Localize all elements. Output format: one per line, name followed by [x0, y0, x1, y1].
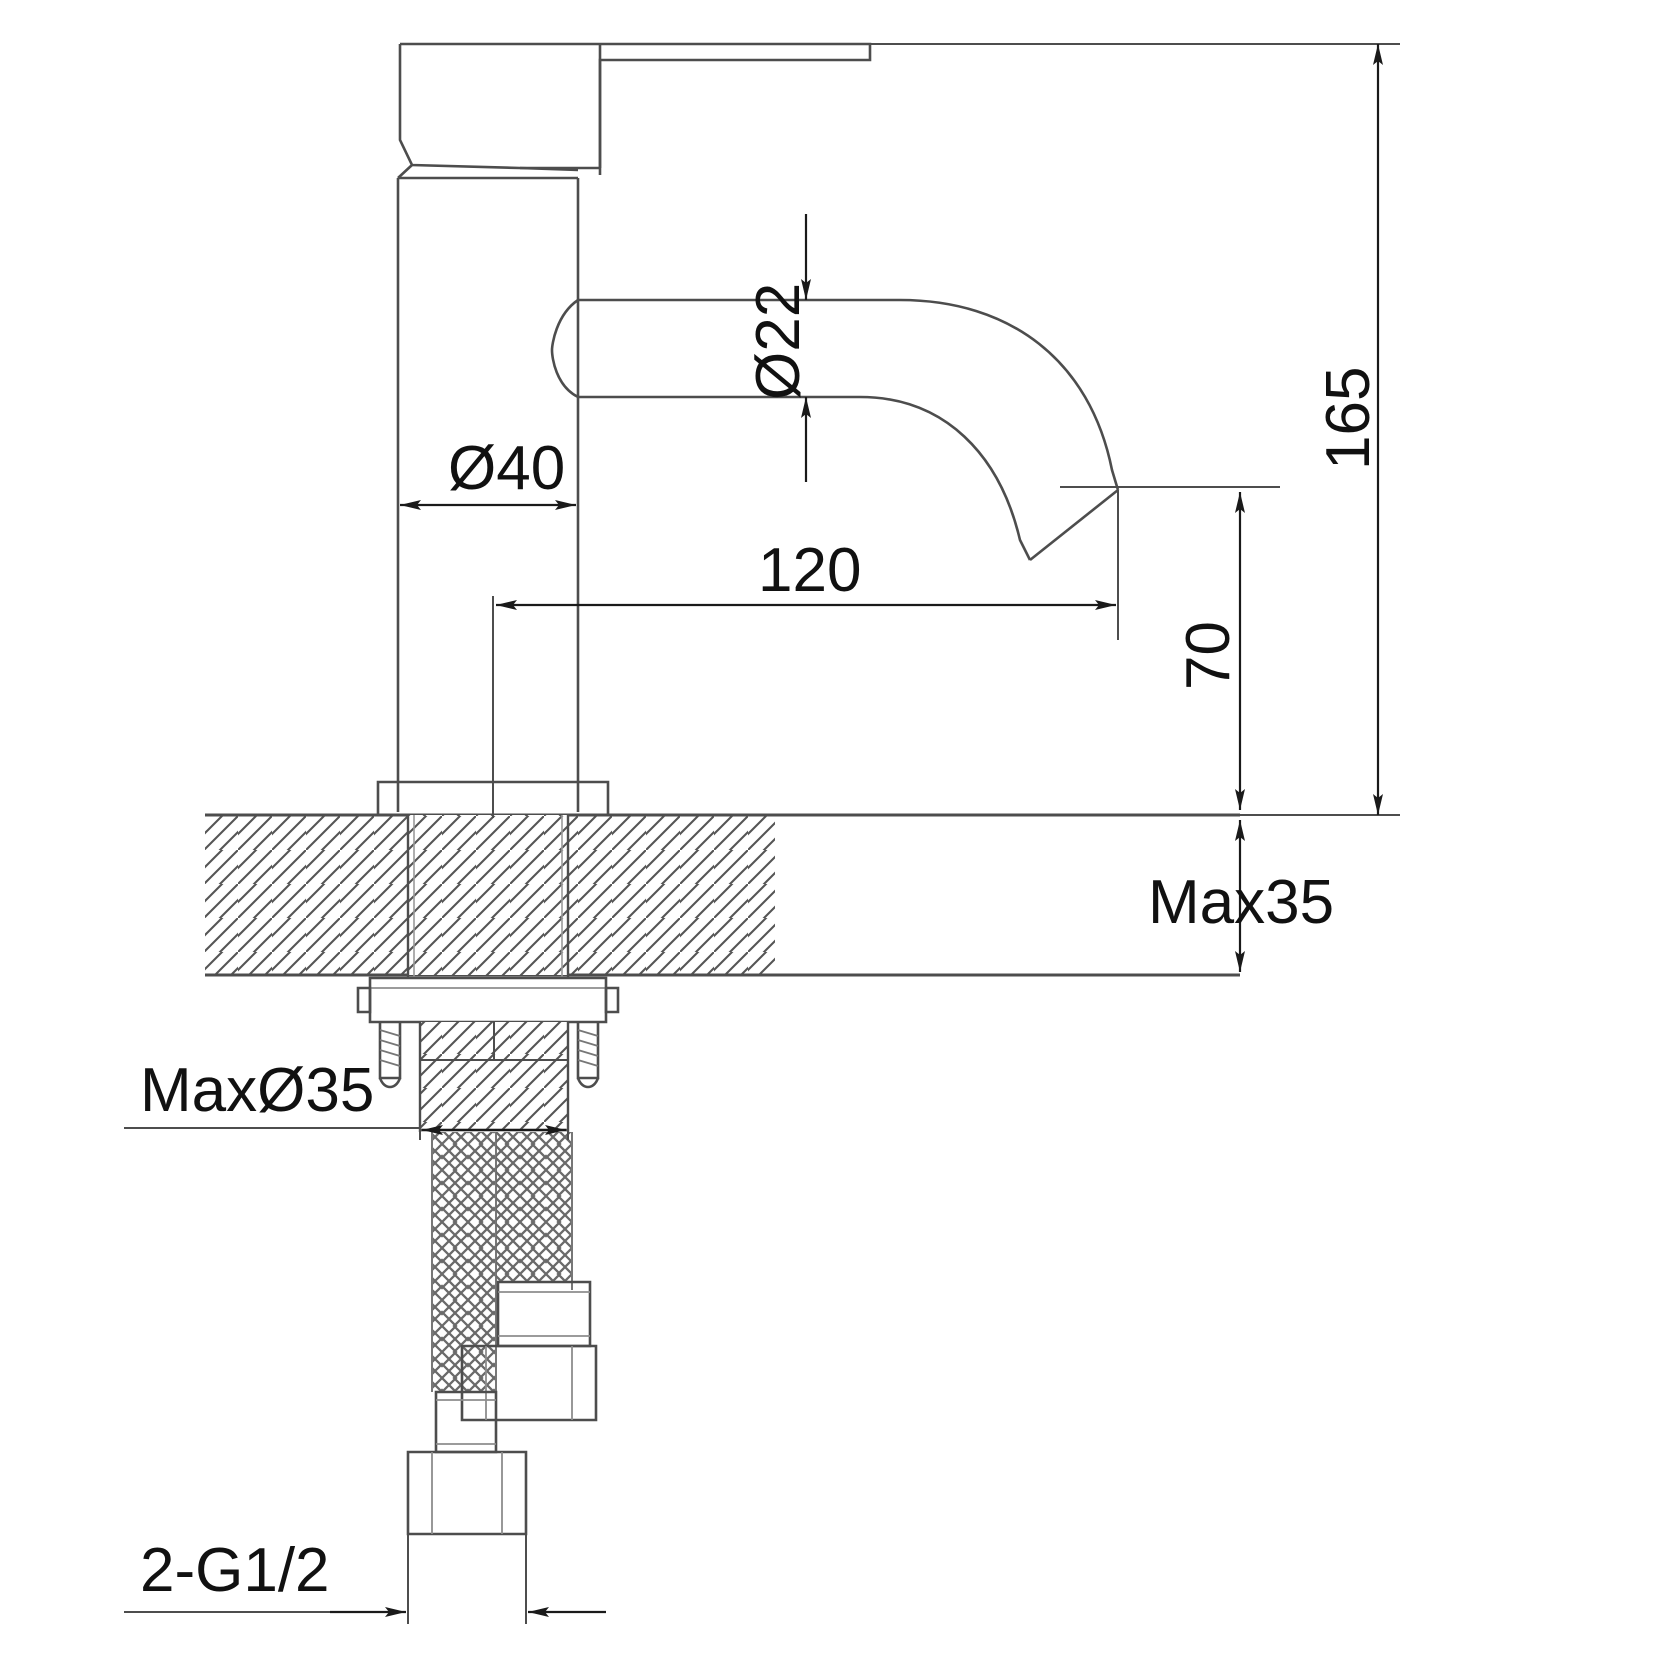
faucet-body-column — [396, 178, 580, 812]
dimension-label-dia22: Ø22 — [744, 282, 813, 400]
dimension-label-120: 120 — [758, 536, 862, 605]
shank-through-deck — [406, 815, 570, 978]
braided-hose-right — [496, 1132, 573, 1290]
dimension-thread — [124, 1534, 606, 1624]
dimension-label-thread: 2-G1/2 — [140, 1536, 330, 1605]
dimension-label-70: 70 — [1174, 621, 1243, 690]
lever-handle — [397, 42, 872, 180]
deck-countertop — [205, 813, 1240, 977]
dimension-label-dia40: Ø40 — [448, 434, 566, 503]
dimension-120 — [492, 490, 1119, 818]
dimension-maxdia35 — [124, 1060, 569, 1140]
mounting-screw-right — [576, 1022, 600, 1089]
mounting-bracket — [356, 976, 620, 1024]
dimension-label-165: 165 — [1314, 366, 1383, 470]
dimension-165 — [870, 43, 1400, 816]
dimension-label-maxdia35: MaxØ35 — [140, 1056, 375, 1125]
dimension-70 — [1060, 486, 1280, 810]
dimension-label-max35: Max35 — [1148, 868, 1335, 937]
hose-fitting-right — [460, 1280, 598, 1422]
mounting-screw-left — [378, 1022, 402, 1089]
spout — [550, 298, 1120, 562]
lower-shank — [418, 1022, 570, 1132]
hose-fitting-left — [406, 1390, 528, 1536]
